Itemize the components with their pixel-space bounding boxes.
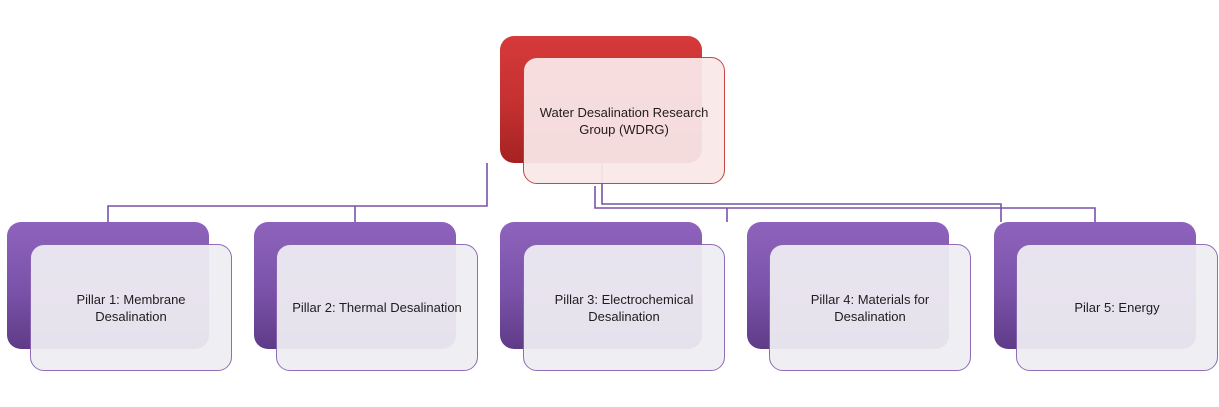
connector-right-branch-2 xyxy=(594,186,1096,222)
pillar-3-node: Pillar 3: Electrochemical Desalination xyxy=(523,244,725,371)
pillar-1-node: Pillar 1: Membrane Desalination xyxy=(30,244,232,371)
pillar-4-label: Pillar 4: Materials for Desalination xyxy=(810,291,930,324)
root-node-label: Water Desalination Research Group (WDRG) xyxy=(539,104,709,137)
pillar-1-label: Pillar 1: Membrane Desalination xyxy=(76,291,186,324)
pillar-5-label: Pilar 5: Energy xyxy=(1074,300,1160,315)
pillar-2-label: Pillar 2: Thermal Desalination xyxy=(292,300,462,315)
root-node: Water Desalination Research Group (WDRG) xyxy=(523,57,725,184)
pillar-2-node: Pillar 2: Thermal Desalination xyxy=(276,244,478,371)
pillar-4-node: Pillar 4: Materials for Desalination xyxy=(769,244,971,371)
pillar-5-node: Pilar 5: Energy xyxy=(1016,244,1218,371)
connector-left-branch xyxy=(107,163,488,222)
pillar-3-label: Pillar 3: Electrochemical Desalination xyxy=(554,291,694,324)
